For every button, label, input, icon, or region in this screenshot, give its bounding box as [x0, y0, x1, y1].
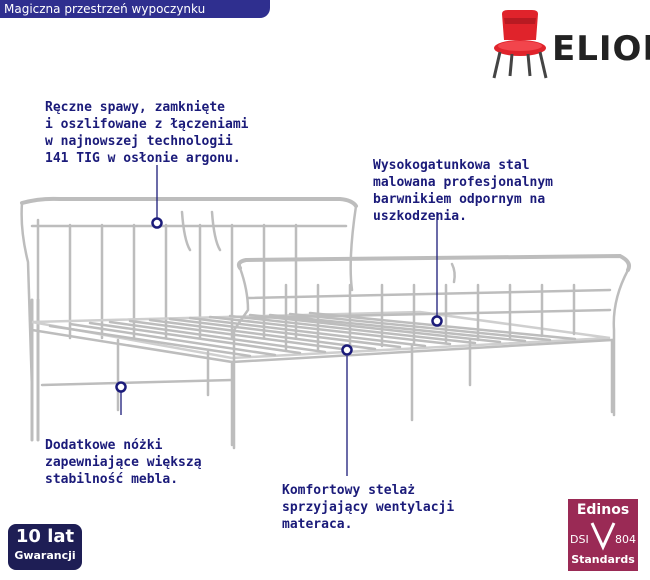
warranty-years: 10 lat [15, 526, 75, 547]
checkmark-icon [590, 522, 616, 551]
cert-right: 804 [615, 533, 636, 546]
weld-marker [151, 217, 163, 229]
header-tagline: Magiczna przestrzeń wypoczynku [0, 0, 270, 18]
steel-marker [431, 315, 443, 327]
warranty-label: Gwarancji [14, 549, 76, 562]
slat-marker [341, 344, 353, 356]
callout-slats: Komfortowy stelaż sprzyjający wentylacji… [282, 483, 455, 532]
cert-bottom: Standards [571, 553, 635, 566]
edinos-certificate: Edinos DSI 804 Standards [568, 499, 638, 571]
red-chair-icon [492, 10, 548, 79]
leg-marker [115, 381, 127, 393]
cert-left: DSI [570, 533, 589, 546]
callout-welding: Ręczne spawy, zamknięte i oszlifowane z … [45, 100, 249, 166]
warranty-badge: 10 lat Gwarancji [8, 524, 82, 570]
cert-brand: Edinos [576, 502, 630, 518]
callout-legs: Dodatkowe nóżki zapewniające większą sta… [45, 438, 202, 487]
callout-steel: Wysokogatunkowa stal malowana profesjona… [373, 158, 554, 224]
